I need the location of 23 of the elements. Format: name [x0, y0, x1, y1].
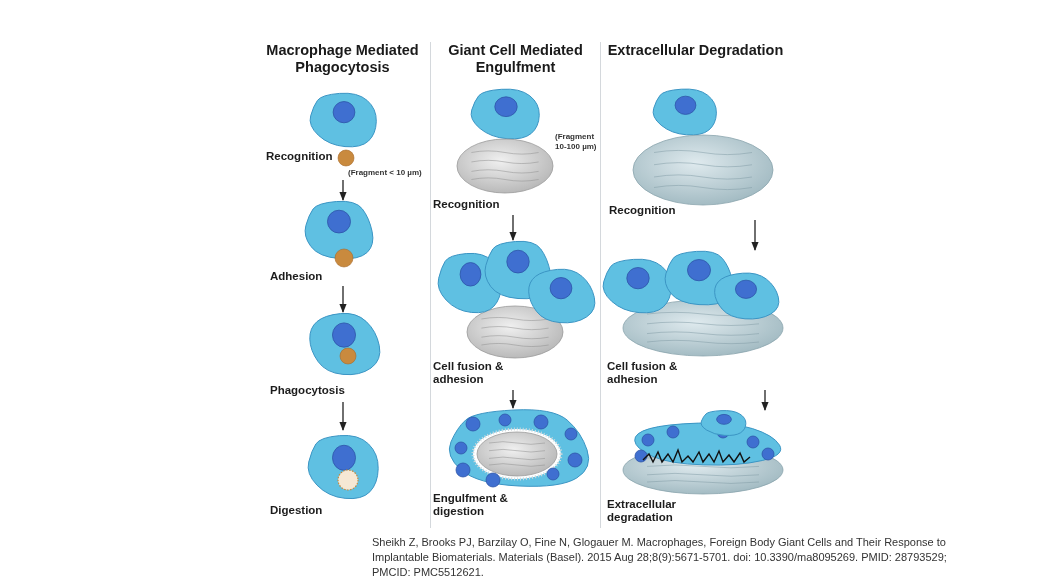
arrow — [339, 179, 347, 201]
fragment-size-note: (Fragment 10-100 µm) — [555, 132, 598, 152]
column-title: Giant Cell Mediated Engulfment — [447, 42, 584, 77]
fragment-size-note: (Fragment < 10 µm) — [348, 168, 423, 178]
column-title: Macrophage Mediated Phagocytosis — [265, 42, 420, 77]
stage-label: Extracellular degradation — [607, 498, 678, 525]
stage-label: Adhesion — [270, 270, 323, 284]
stage-label: Engulfment & digestion — [433, 492, 509, 519]
stage-label: Recognition — [433, 198, 500, 212]
arrow — [761, 389, 769, 411]
stage-label: Cell fusion & adhesion — [607, 360, 679, 387]
arrow — [751, 219, 759, 251]
stage-label: Recognition — [266, 150, 333, 164]
stage-label: Phagocytosis — [270, 384, 345, 398]
stage-label: Cell fusion & adhesion — [433, 360, 505, 387]
arrow — [339, 401, 347, 431]
arrow — [509, 214, 517, 241]
arrow — [509, 389, 517, 409]
column-title: Extracellular Degradation — [606, 42, 785, 60]
stage-label: Recognition — [609, 204, 676, 218]
citation: Sheikh Z, Brooks PJ, Barzilay O, Fine N, Glogauer M. Macrophages, Foreign Body Giant Cells and Their Response to Implantable Biomaterials. Materials (Basel). 2015 Aug 28;8(9):5671-5701. doi: 10.3390/ma8095269. PMID: 28793529; PMCID: PMC5512621. — [372, 535, 948, 580]
stage-label: Digestion — [270, 504, 323, 518]
arrow — [339, 285, 347, 313]
